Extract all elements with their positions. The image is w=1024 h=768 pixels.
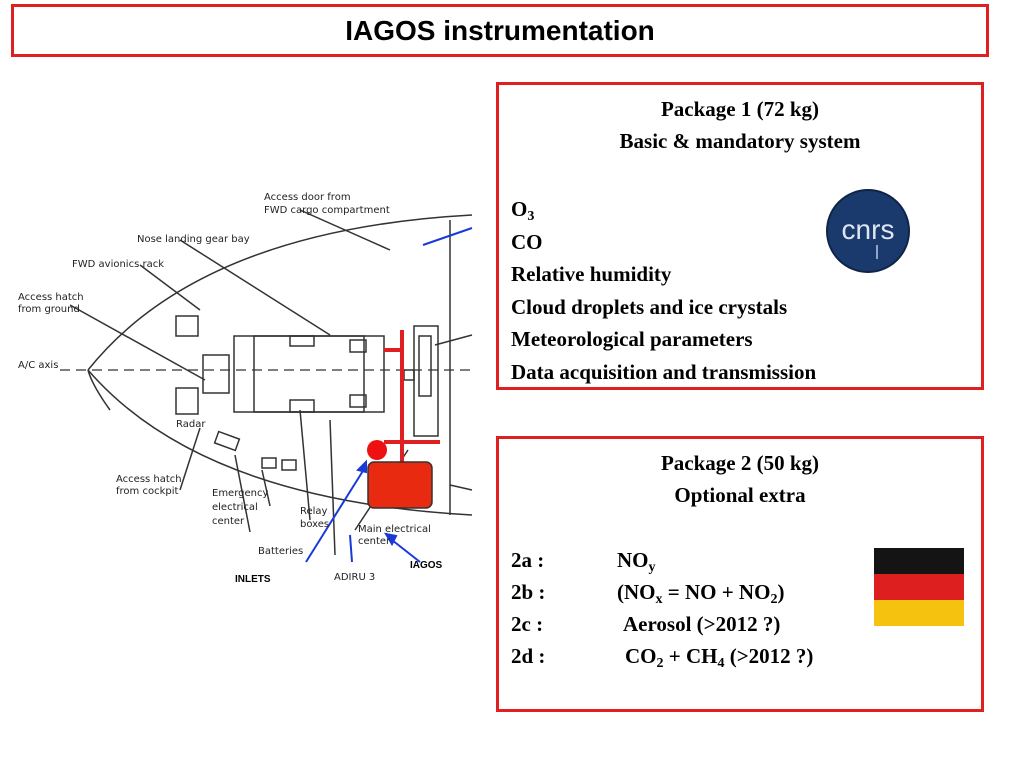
item-meteo: Meteorological parameters [511, 327, 753, 351]
label-hatch-ground-2: from ground [18, 304, 80, 315]
label-main-elec-2: center [358, 536, 391, 547]
package-1-list: O3 CO Relative humidity Cloud droplets a… [511, 193, 816, 388]
package-1-heading: Package 1 (72 kg) [660, 97, 820, 121]
label-access-door: Access door from [264, 192, 351, 203]
label-batteries: Batteries [258, 546, 303, 557]
package-2-heading: Package 2 (50 kg) [660, 451, 820, 475]
item-cloud: Cloud droplets and ice crystals [511, 294, 788, 319]
aircraft-nose-diagram: Access door from FWD cargo compartment N… [18, 192, 473, 585]
package-1-box: Package 1 (72 kg) Basic & mandatory syst… [496, 82, 984, 390]
cnrs-logo: cnrs [826, 189, 910, 273]
label-hatch-ground: Access hatch [18, 292, 84, 303]
label-access-door-2: FWD cargo compartment [264, 205, 390, 216]
label-fwd-avionics: FWD avionics rack [72, 259, 164, 270]
package-2-box: Package 2 (50 kg) Optional extra 2a : NO… [496, 436, 984, 712]
german-flag-image [874, 548, 964, 626]
title-box: IAGOS instrumentation [11, 4, 989, 57]
label-adiru: ADIRU 3 [334, 572, 375, 583]
item-humidity: Relative humidity [511, 262, 672, 286]
label-emergency-2: electrical [212, 502, 258, 513]
label-relay-2: boxes [300, 519, 329, 530]
label-hatch-cockpit-2: from cockpit [116, 486, 178, 497]
label-inlets: INLETS [235, 574, 271, 585]
label-iagos: IAGOS [410, 560, 443, 571]
item-data: Data acquisition and transmission [511, 359, 817, 384]
label-relay: Relay [300, 506, 328, 517]
package-1-subheading: Basic & mandatory system [619, 129, 861, 153]
package-2-subheading: Optional extra [674, 483, 806, 507]
item-o3: O3 [511, 197, 535, 224]
svg-text:cnrs: cnrs [842, 214, 895, 245]
label-main-elec: Main electrical [358, 524, 431, 535]
label-ac-axis: A/C axis [18, 360, 58, 371]
page-title: IAGOS instrumentation [345, 14, 655, 46]
label-radar: Radar [176, 419, 206, 430]
label-emergency-3: center [212, 516, 245, 527]
label-hatch-cockpit: Access hatch [116, 474, 182, 485]
label-nose-gear: Nose landing gear bay [137, 234, 250, 245]
label-emergency: Emergency [212, 488, 268, 499]
item-co: CO [511, 229, 543, 254]
